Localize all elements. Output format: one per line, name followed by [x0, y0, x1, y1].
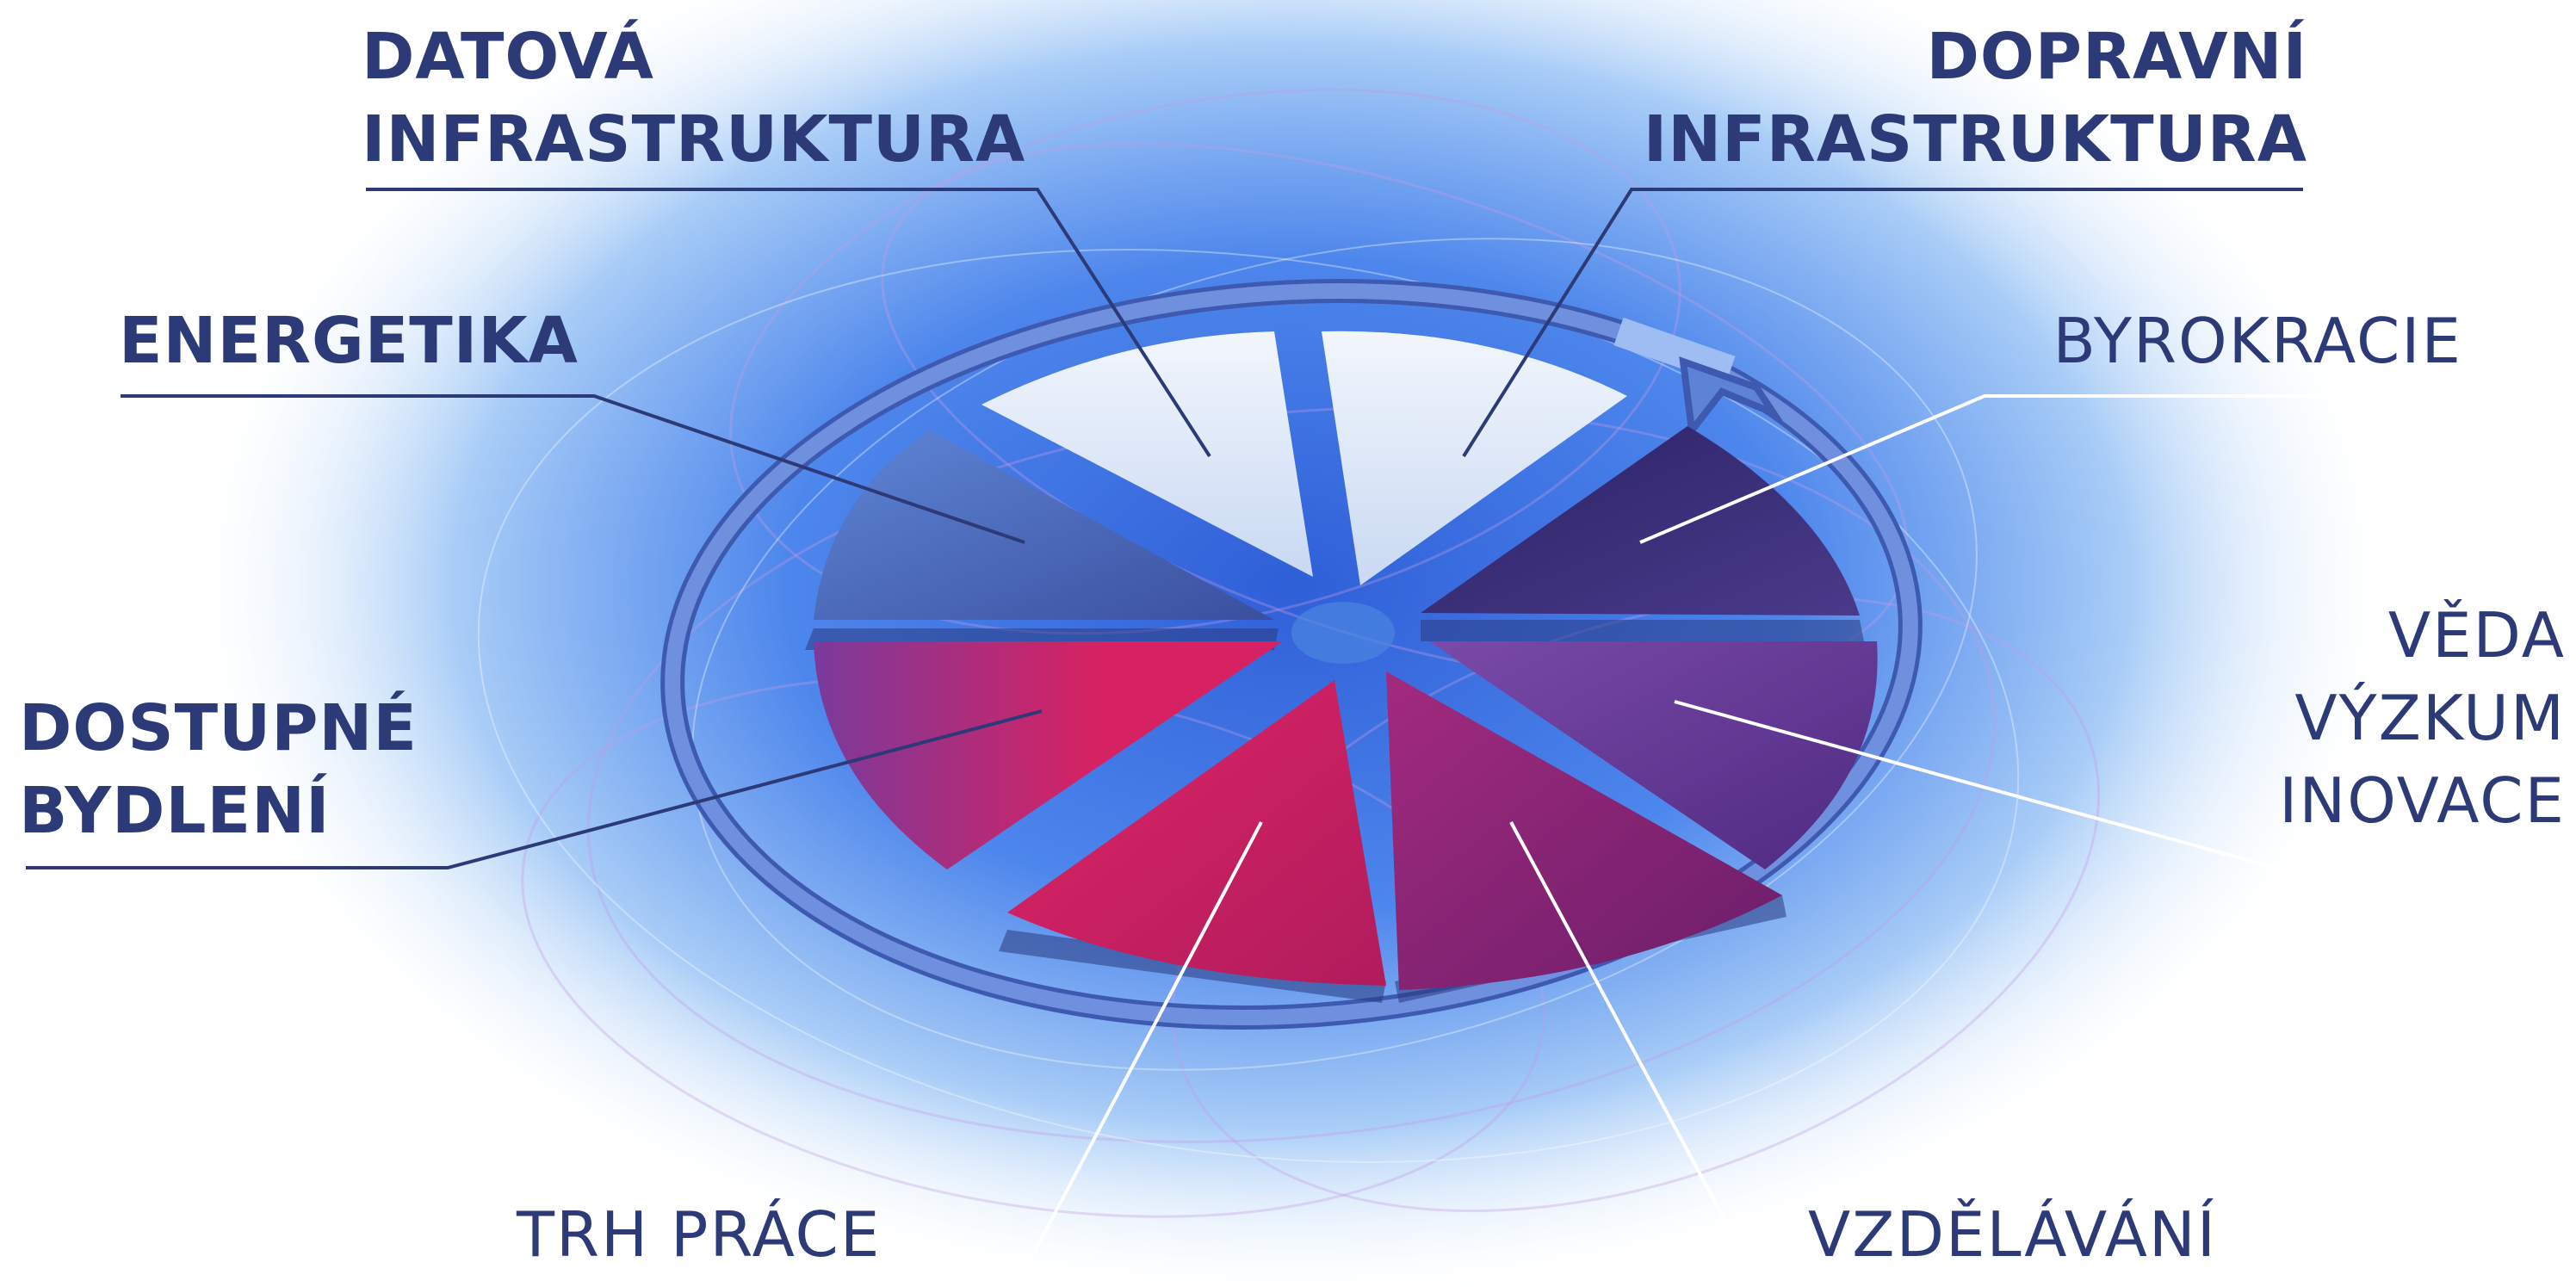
pie-center — [1291, 602, 1395, 664]
label-energetika: ENERGETIKA — [119, 300, 579, 382]
segment-bydleni — [814, 641, 1283, 869]
background-swirls-light — [477, 238, 2020, 1163]
segment-energetika — [814, 430, 1274, 620]
label-dostupne-bydleni: DOSTUPNÉ BYDLENÍ — [19, 687, 418, 852]
label-energetika-text: ENERGETIKA — [119, 304, 579, 378]
label-veda-line3: INOVACE — [2279, 764, 2566, 837]
label-byrokracie: BYROKRACIE — [1911, 300, 2462, 382]
segment-vzdelavani — [1386, 671, 1782, 990]
segment-veda — [1429, 641, 1878, 869]
label-datova-infrastruktura: DATOVÁ INFRASTRUKTURA — [362, 15, 1025, 181]
label-dopravni-line1: DOPRAVNÍ — [1926, 20, 2307, 94]
segment-dopravni — [1322, 331, 1627, 585]
label-veda-line2: VÝZKUM — [2294, 682, 2566, 754]
label-bydleni-line2: BYDLENÍ — [19, 774, 331, 848]
cycle-arrow-head — [1679, 356, 1783, 440]
label-vzdelavani-text: VZDĚLÁVÁNÍ — [1808, 1198, 2217, 1271]
label-byrokracie-text: BYROKRACIE — [2053, 305, 2462, 377]
label-trh-prace: TRH PRÁCE — [517, 1193, 881, 1276]
segment-trh-prace — [1007, 680, 1386, 986]
label-dopravni-line2: INFRASTRUKTURA — [1643, 102, 2307, 176]
leader-lines-dark — [26, 188, 2303, 869]
segment-byrokracie — [1421, 426, 1860, 616]
segment-datova — [981, 331, 1313, 577]
label-bydleni-line1: DOSTUPNÉ — [19, 691, 418, 765]
leader-lines-light — [1014, 394, 2471, 1287]
label-datova-line1: DATOVÁ — [362, 20, 654, 94]
background-glow — [172, 0, 2411, 1287]
label-dopravni-infrastruktura: DOPRAVNÍ INFRASTRUKTURA — [1619, 15, 2307, 181]
cycle-ring — [660, 279, 1923, 1030]
label-veda-line1: VĚDA — [2387, 599, 2566, 671]
label-veda-vyzkum-inovace: VĚDA VÝZKUM INOVACE — [2066, 594, 2566, 842]
cycle-arrow-gap — [1613, 317, 1736, 385]
label-vzdelavani: VZDĚLÁVÁNÍ — [1808, 1193, 2217, 1276]
label-trh-prace-text: TRH PRÁCE — [517, 1198, 882, 1271]
label-datova-line2: INFRASTRUKTURA — [362, 102, 1026, 176]
